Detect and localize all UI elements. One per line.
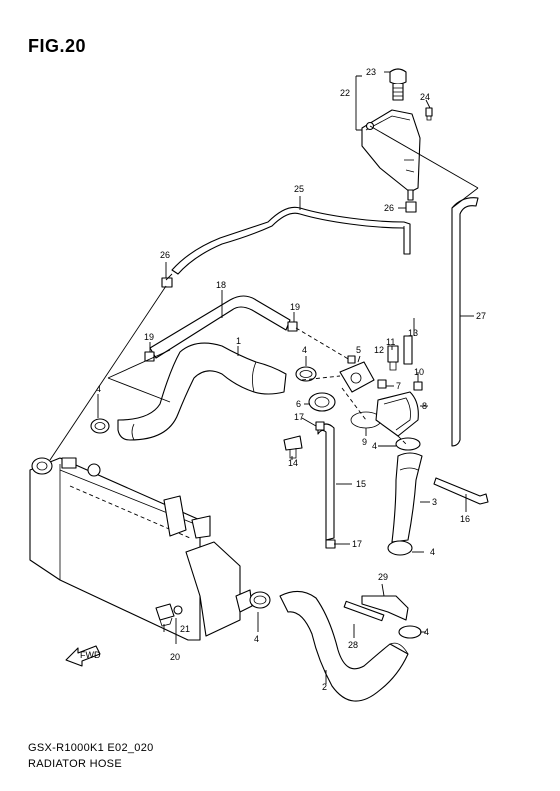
reservoir-cap [389,68,407,101]
callout-25: 25 [294,184,304,194]
callout-10: 10 [414,367,424,377]
callout-2: 2 [322,682,327,692]
breather-hose [171,201,417,275]
callout-24: 24 [420,92,430,102]
callout-26: 26 [384,203,394,213]
callout-28: 28 [348,640,358,650]
callout-21: 21 [180,624,190,634]
callout-7: 7 [396,381,401,391]
callout-5: 5 [356,345,361,355]
radiator [29,457,253,641]
callout-29: 29 [378,572,388,582]
callout-4: 4 [372,441,377,451]
bypass-hose [144,295,298,362]
upper-radiator-hose [117,342,287,441]
callout-4: 4 [424,627,429,637]
drain-bolt [155,603,183,627]
lower-hose-3 [387,437,423,556]
callout-14: 14 [288,458,298,468]
temp-sensor [387,345,399,371]
bolt [377,379,387,389]
reservoir-bolt [425,107,433,121]
callout-11: 11 [386,337,395,347]
callout-19: 19 [290,302,300,312]
callout-17: 17 [294,412,304,422]
thermostat-housing [339,361,375,393]
hose-clip [161,277,173,288]
callout-26: 26 [160,250,170,260]
thermostat-cap [375,391,419,437]
callout-15: 15 [356,479,366,489]
callout-4: 4 [302,345,307,355]
callout-18: 18 [216,280,226,290]
callout-16: 16 [460,514,470,524]
callout-13: 13 [408,328,418,338]
callout-6: 6 [296,399,301,409]
hose-strap [433,477,489,505]
overflow-hose [451,197,479,447]
callout-labels: 23 22 24 25 26 26 18 19 19 1 27 13 11 12… [96,67,486,692]
figure-title: FIG.20 [28,36,87,56]
callout-17: 17 [352,539,362,549]
bolt [347,355,356,364]
callout-19: 19 [144,332,154,342]
callout-20: 20 [170,652,180,662]
callout-23: 23 [366,67,376,77]
callout-22: 22 [340,88,350,98]
bolt [413,381,423,391]
callout-4: 4 [96,384,101,394]
callout-3: 3 [432,497,437,507]
model-code: GSX-R1000K1 E02_020 [28,742,154,754]
thermostat [308,392,336,412]
front-arrow-icon: FWD [65,645,101,667]
hose-clamp [295,366,317,382]
union-fitting [283,435,303,459]
reservoir-tank [361,109,421,201]
hose-clamp [90,418,110,434]
leader-lines [97,71,474,684]
callout-9: 9 [362,437,367,447]
hose-bracket [343,595,409,622]
assembly-lines [49,125,479,461]
callout-4: 4 [430,547,435,557]
lower-radiator-hose [249,590,422,702]
wire-lead [403,335,413,365]
callout-4: 4 [254,634,259,644]
front-arrow-label: FWD [80,650,101,660]
callout-27: 27 [476,311,486,321]
small-hose [315,421,336,549]
callout-12: 12 [374,345,384,355]
callout-1: 1 [236,336,241,346]
diagram-caption: RADIATOR HOSE [28,758,122,770]
callout-8: 8 [422,401,427,411]
